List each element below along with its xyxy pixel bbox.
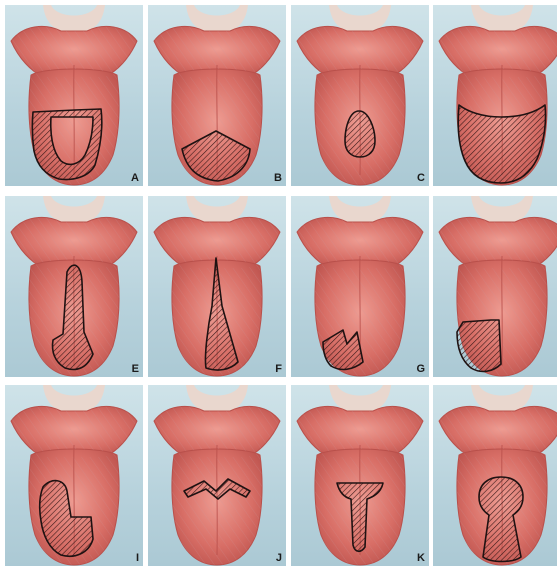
panel-letter-label: E: [132, 364, 139, 375]
tongue-illustration: [5, 5, 143, 186]
tongue-illustration: [148, 385, 286, 566]
tongue-illustration: [291, 5, 429, 186]
tongue-illustration: [148, 5, 286, 186]
panel-letter-label: A: [131, 173, 139, 184]
tongue-panel-j: J: [148, 385, 286, 566]
tongue-panel-c: C: [291, 5, 429, 186]
median-sulcus-line: [217, 445, 218, 555]
lesion-region-d: [458, 105, 545, 183]
panel-letter-label: B: [274, 173, 282, 184]
panel-letter-label: G: [416, 364, 425, 375]
lesion-region-h: [457, 320, 501, 371]
tongue-panel-g: G: [291, 196, 429, 377]
tongue-panel-f: F: [148, 196, 286, 377]
median-sulcus-line: [74, 65, 75, 175]
tongue-panel-b: B: [148, 5, 286, 186]
tongue-panel-h: H: [433, 196, 557, 377]
panel-letter-label: F: [275, 364, 282, 375]
tongue-illustration: [291, 385, 429, 566]
tongue-illustration: [433, 5, 557, 186]
panel-letter-label: J: [276, 553, 282, 564]
tongue-panel-k: K: [291, 385, 429, 566]
tongue-illustration: [291, 196, 429, 377]
median-sulcus-line: [502, 256, 503, 366]
tongue-panel-e: E: [5, 196, 143, 377]
tongue-panel-d: D: [433, 5, 557, 186]
panel-letter-label: I: [136, 553, 139, 564]
panel-letter-label: C: [417, 173, 425, 184]
tongue-illustration: [148, 196, 286, 377]
tongue-illustration: [433, 196, 557, 377]
panel-letter-label: K: [417, 553, 425, 564]
tongue-illustration: [5, 196, 143, 377]
tongue-illustration: [433, 385, 557, 566]
tongue-panel-a: A: [5, 5, 143, 186]
tongue-illustration: [5, 385, 143, 566]
tongue-panel-l: L: [433, 385, 557, 566]
tongue-panel-i: I: [5, 385, 143, 566]
